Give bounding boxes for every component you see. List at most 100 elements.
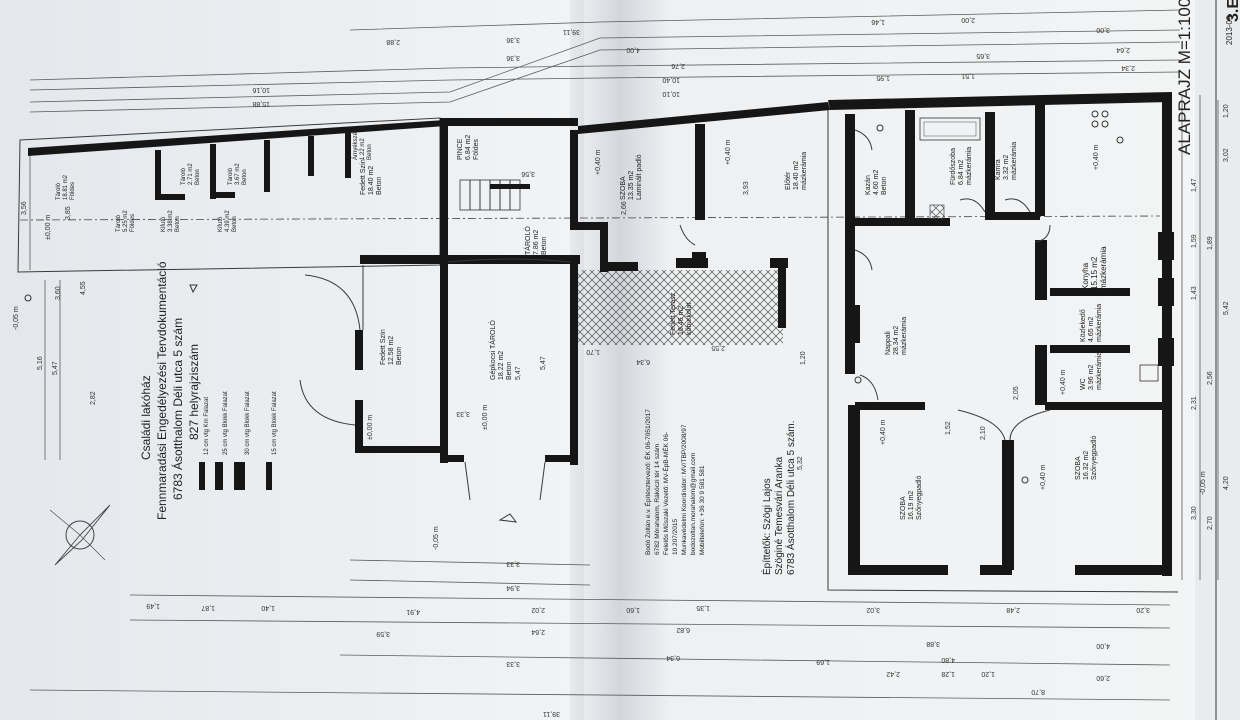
level-szoba-s: +0,40 m [880, 419, 887, 445]
svg-text:2,66: 2,66 [621, 201, 628, 215]
right-dimension-chain [1181, 95, 1219, 580]
svg-text:3,93: 3,93 [743, 181, 750, 195]
svg-text:5.25 m2: 5.25 m2 [123, 210, 129, 232]
svg-text:28.34 m2: 28.34 m2 [893, 326, 900, 355]
svg-text:Beton: Beton [175, 216, 181, 232]
svg-text:SZOBA: SZOBA [900, 496, 907, 520]
svg-text:Beton: Beton [506, 362, 513, 380]
svg-text:18.81 m2: 18.81 m2 [63, 174, 69, 200]
garage-ceiling-arc [447, 258, 571, 263]
svg-text:3,33: 3,33 [456, 410, 470, 417]
svg-text:SZOBA: SZOBA [1075, 456, 1082, 480]
room-wc: WC 3.96 m2 mázkerámia [1080, 352, 1103, 390]
top-dimension-chain [29, 9, 1181, 113]
room-labels: Nappali 28.34 m2 mázkerámia Konyha 15.15… [56, 128, 1108, 520]
svg-text:mázkerámia: mázkerámia [801, 152, 808, 190]
svg-text:1,69: 1,69 [816, 658, 830, 665]
project-line-3: 6783 Ásotthalom Déli utca 5 szám [170, 318, 185, 500]
svg-text:15.15 m2: 15.15 m2 [1090, 256, 1099, 290]
svg-text:4,80: 4,80 [941, 656, 955, 663]
room-napali: Nappali 28.34 m2 mázkerámia [885, 317, 908, 355]
builders-line-1: Építtetők: Szögi Lajos [760, 478, 773, 575]
project-line-1: Családi lakóház [139, 375, 153, 460]
outbuilding-walls [28, 120, 446, 200]
svg-text:2,00: 2,00 [961, 16, 975, 23]
svg-text:4.65 m2: 4.65 m2 [1088, 317, 1095, 342]
svg-text:Gépkocsi TÁROLÓ: Gépkocsi TÁROLÓ [488, 320, 497, 380]
builders-block: Építtetők: Szögi Lajos Szöginé Temesvári… [760, 420, 797, 575]
project-title-block: Családi lakóház Fennmaradási Engedélyezé… [139, 261, 201, 520]
svg-text:3,59: 3,59 [376, 630, 390, 637]
svg-text:1,46: 1,46 [871, 18, 885, 25]
svg-text:6,82: 6,82 [676, 626, 690, 633]
level-eloter: +0,40 m [725, 139, 732, 165]
svg-text:mázkerámia: mázkerámia [1096, 352, 1103, 390]
legend-item-1: 12 cm vtg Km Falazat [204, 397, 210, 455]
svg-text:15,88: 15,88 [252, 100, 270, 107]
svg-text:Fedett Szín: Fedett Szín [380, 329, 387, 365]
sheet-title: ALAPRAJZ M=1:100 [1175, 0, 1194, 155]
terrace-hatch [578, 270, 783, 345]
room-fedett-szin-2: Fedett Szín 18.40 m2 Beton [360, 159, 383, 195]
legend: 12 cm vtg Km Falazat 25 cm vtg Blokk Fal… [204, 391, 278, 455]
svg-text:1,51: 1,51 [961, 72, 975, 79]
svg-text:1,20: 1,20 [981, 670, 995, 677]
page-fold-shadow [570, 0, 584, 720]
designer-line-2: 6782 Mórahalom, Rákóczi tér 14 szám [654, 444, 661, 555]
svg-text:2,82: 2,82 [90, 391, 97, 405]
svg-text:2,31: 2,31 [1191, 396, 1198, 410]
level-szoba-n: +0,40 m [595, 149, 602, 175]
svg-text:Árnyékszék: Árnyékszék [352, 128, 359, 160]
svg-text:5,32: 5,32 [797, 456, 804, 470]
svg-text:Kamra: Kamra [995, 159, 1002, 180]
room-terasz: Fedett Terasz 16.46 m2 kőburkolat [670, 292, 693, 335]
svg-text:1,87: 1,87 [201, 604, 215, 611]
svg-text:1,60: 1,60 [626, 606, 640, 613]
svg-text:16.46 m2: 16.46 m2 [678, 306, 685, 335]
shed-door-swing [304, 274, 361, 331]
svg-text:2,70: 2,70 [1207, 516, 1214, 530]
svg-text:3,30: 3,30 [1191, 506, 1198, 520]
plot-boundary [827, 110, 1179, 593]
level-markers [24, 124, 1124, 523]
svg-text:1,70: 1,70 [586, 348, 600, 355]
svg-text:3,33: 3,33 [506, 560, 520, 567]
svg-text:3,88: 3,88 [926, 640, 940, 647]
svg-text:1,40: 1,40 [261, 604, 275, 611]
svg-text:16.32 m2: 16.32 m2 [1083, 451, 1090, 480]
svg-text:2,10: 2,10 [980, 426, 987, 440]
shed-door-swing-2 [299, 379, 356, 426]
svg-text:3.96 m2: 3.96 m2 [1088, 365, 1095, 390]
svg-text:Beton: Beton [396, 347, 403, 365]
svg-text:8,70: 8,70 [1031, 688, 1045, 695]
svg-text:mázkerámia: mázkerámia [901, 317, 908, 355]
svg-text:PINCE: PINCE [457, 138, 464, 160]
room-tarolo-2: Tároló 2.71 m2 Beton [181, 163, 201, 185]
legend-swatches [199, 462, 272, 490]
top-dimension-labels: 39,11 3,36 3,36 10,40 10,10 10,16 15,88 … [252, 16, 1135, 107]
room-kifuto-1: Kifutó 3.38 m2 Beton [161, 210, 181, 232]
room-furdo: Fürdőszoba 6.84 m2 mázkerámia [950, 147, 973, 185]
svg-text:2.71 m2: 2.71 m2 [188, 163, 194, 185]
svg-text:3,02: 3,02 [1223, 148, 1230, 162]
level-konyha: +0,40 m [1093, 144, 1100, 170]
svg-text:2,02: 2,02 [531, 606, 545, 613]
svg-text:3,85: 3,85 [65, 206, 72, 220]
room-kazan: Kazán 4.60 m2 Beton [865, 170, 888, 195]
bottom-dimension-chain [29, 559, 1171, 701]
room-garage: Gépkocsi TÁROLÓ 18.22 m2 Beton [488, 320, 513, 380]
designer-line-6: bodozoltan.morahalom@gmail.com [690, 453, 697, 555]
room-kifuto-2: Kifutó 4.39 m2 Beton [218, 210, 238, 232]
level-yard-right: -0,05 m [1200, 471, 1207, 495]
stair [459, 179, 530, 211]
svg-text:10,40: 10,40 [662, 76, 680, 83]
svg-text:3,56: 3,56 [21, 201, 28, 215]
legend-item-3: 30 cm vtg Blokk Falazat [245, 391, 251, 455]
svg-text:6.84 m2: 6.84 m2 [958, 160, 965, 185]
designer-line-4: 10.207/2015 [672, 518, 679, 555]
level-outbuilding: ±0,00 m [45, 215, 52, 240]
room-szoba-s: SZOBA 16.19 m2 Szőnyegpadló [900, 476, 923, 520]
svg-text:Szőnyegpadló: Szőnyegpadló [916, 476, 923, 520]
room-szoba-se: SZOBA 16.32 m2 Szőnyegpadló [1075, 436, 1098, 480]
svg-text:3,00: 3,00 [1096, 26, 1110, 33]
